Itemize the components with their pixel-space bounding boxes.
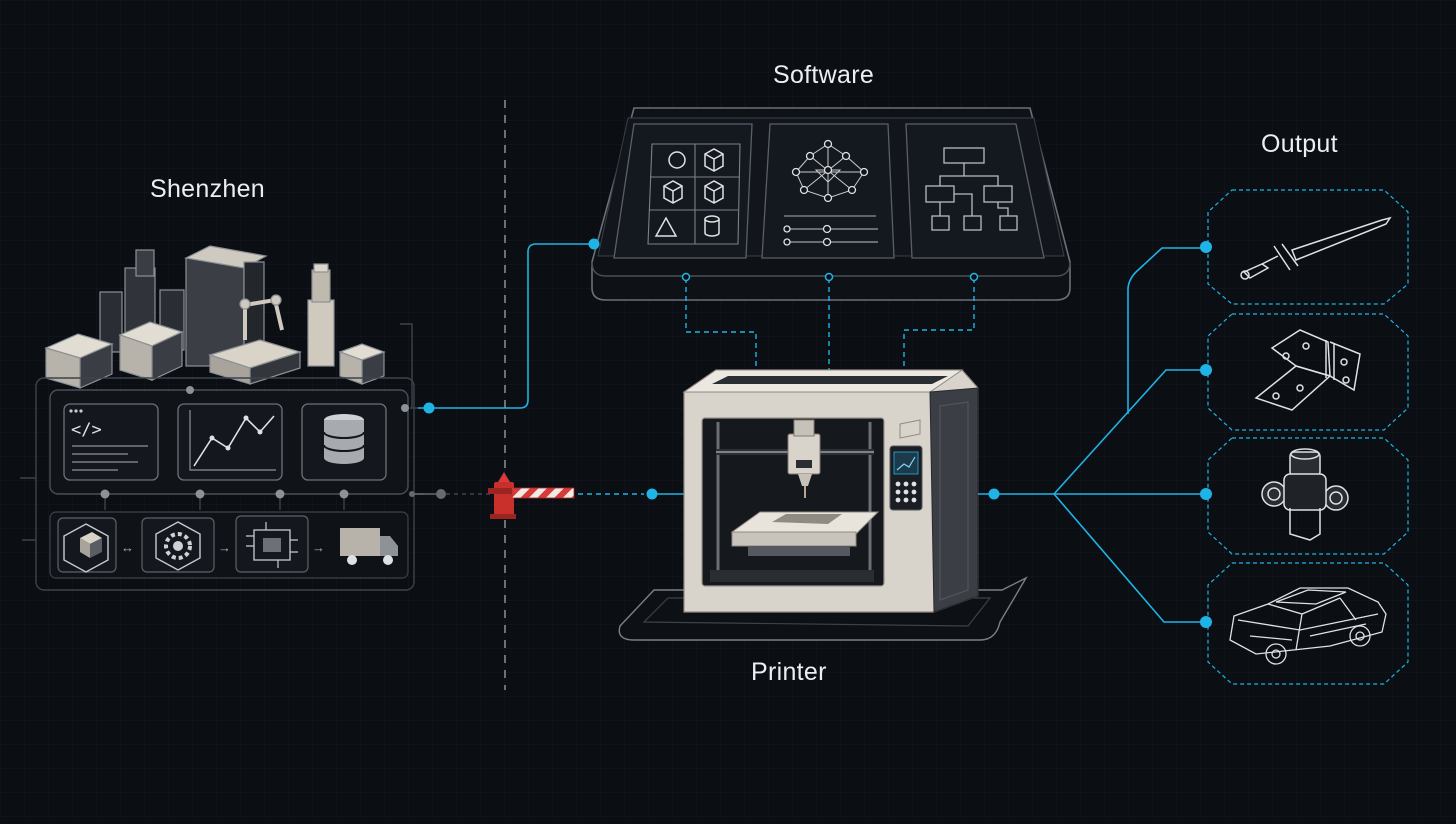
gray-node [401,404,409,412]
pipe-joint-icon [1261,448,1349,541]
shapes-panel [613,123,753,259]
sphere-icon [668,151,686,169]
row-nodes [100,489,349,499]
circuit-traces [20,323,424,591]
triangle-icon [654,216,678,237]
process-panel [49,511,409,579]
output-cards [1207,189,1409,685]
line-chart-icon [177,403,283,481]
circuit-board-icon [235,515,309,573]
flow-arrow: → [312,540,325,555]
cyan-node [988,488,1000,500]
printer-label: Printer [751,658,827,686]
cyan-link-software [418,243,594,409]
3d-printer-icon [618,369,1028,641]
gray-node [436,489,446,499]
flowchart-panel [905,123,1045,259]
database-icon [301,403,387,481]
output-nodes [1200,241,1212,628]
gray-node [409,491,415,497]
software-label: Software [773,61,875,89]
panel-node [186,386,194,394]
cube-icon [663,148,724,204]
code-glyph: </> [71,420,102,440]
sword-icon [1240,216,1392,280]
cyan-node [588,238,600,250]
cube-box-icon [57,517,117,573]
gear-icon [141,517,215,573]
flow-arrow: → [218,540,231,555]
hinge-icon [1254,329,1361,411]
car-frame-icon [1229,587,1387,665]
code-window-icon: </> [63,403,159,481]
delivery-truck-icon [340,528,398,565]
tablet-port-nodes [681,272,979,282]
city-icon [44,245,386,389]
shenzhen-label: Shenzhen [150,175,265,203]
output-label: Output [1261,130,1338,158]
cyan-node [423,402,435,414]
cyan-node [646,488,658,500]
cylinder-icon [704,215,720,237]
flow-arrow: ↔ [121,540,134,555]
network-panel [761,123,895,259]
barrier-gate-icon [488,472,575,519]
software-printer-links [685,278,975,372]
